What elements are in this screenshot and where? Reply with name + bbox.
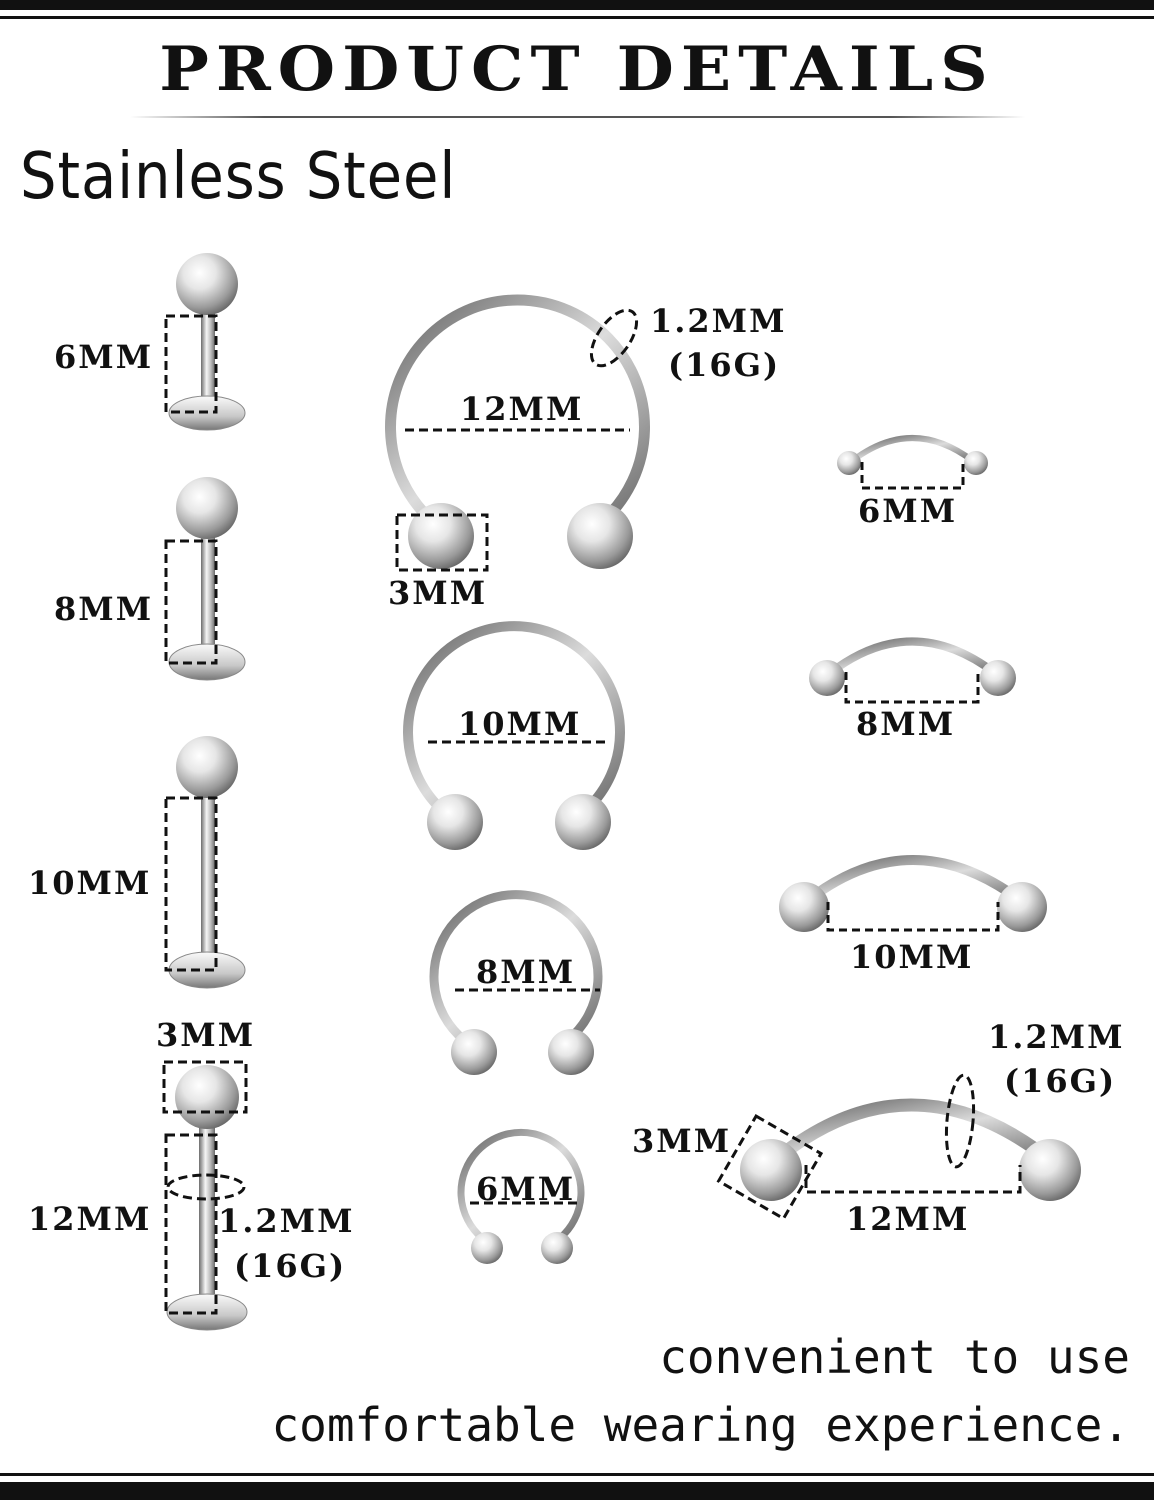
- title-divider: [130, 116, 1025, 118]
- curved-barbell-6mm: [837, 435, 988, 490]
- barbell-ball-size: 3MM: [632, 1122, 732, 1160]
- horseshoe-diameter-12mm: 12MM: [460, 390, 584, 428]
- horseshoe-gauge: 1.2MM: [650, 302, 787, 340]
- curved-barbell-10mm: [779, 855, 1047, 932]
- labret-gauge-g: (16G): [234, 1247, 347, 1285]
- tagline-line-1: convenient to use: [659, 1330, 1130, 1384]
- top-border-thick: [0, 0, 1154, 10]
- labret-length-6mm: 6MM: [54, 338, 154, 376]
- labret-gauge: 1.2MM: [218, 1202, 355, 1240]
- labret-length-8mm: 8MM: [54, 590, 154, 628]
- barbell-length-8mm: 8MM: [856, 705, 956, 743]
- labret-length-12mm: 12MM: [28, 1200, 152, 1238]
- labret-stud-6mm: [164, 253, 246, 431]
- tagline-line-2: comfortable wearing experience.: [271, 1398, 1130, 1452]
- barbell-length-6mm: 6MM: [858, 492, 958, 530]
- barbell-length-10mm: 10MM: [850, 938, 974, 976]
- page-title: PRODUCT DETAILS: [159, 33, 995, 105]
- labret-stud-8mm: [164, 477, 246, 681]
- horseshoe-ring-10mm: [403, 621, 625, 850]
- labret-length-10mm: 10MM: [28, 864, 152, 902]
- horseshoe-diameter-10mm: 10MM: [458, 705, 582, 743]
- barbell-gauge: 1.2MM: [988, 1018, 1125, 1056]
- horseshoe-diameter-6mm: 6MM: [476, 1170, 576, 1208]
- bottom-border-thick: [0, 1482, 1154, 1500]
- barbell-gauge-g: (16G): [1004, 1062, 1117, 1100]
- material-label: Stainless Steel: [20, 140, 457, 214]
- top-border-thin: [0, 16, 1154, 19]
- labret-ball-size: 3MM: [156, 1016, 256, 1054]
- horseshoe-ring-6mm: [457, 1128, 585, 1264]
- horseshoe-gauge-g: (16G): [668, 346, 781, 384]
- curved-barbell-12mm: [716, 1073, 1081, 1221]
- horseshoe-ring-8mm: [429, 890, 603, 1075]
- barbell-length-12mm: 12MM: [846, 1200, 970, 1238]
- labret-stud-10mm: [164, 736, 246, 989]
- horseshoe-ring-12mm: [385, 294, 650, 572]
- bottom-border-thin: [0, 1473, 1154, 1476]
- horseshoe-ball-size: 3MM: [388, 574, 488, 612]
- horseshoe-diameter-8mm: 8MM: [476, 953, 576, 991]
- curved-barbell-8mm: [809, 637, 1016, 704]
- labret-stud-12mm: [162, 1060, 248, 1331]
